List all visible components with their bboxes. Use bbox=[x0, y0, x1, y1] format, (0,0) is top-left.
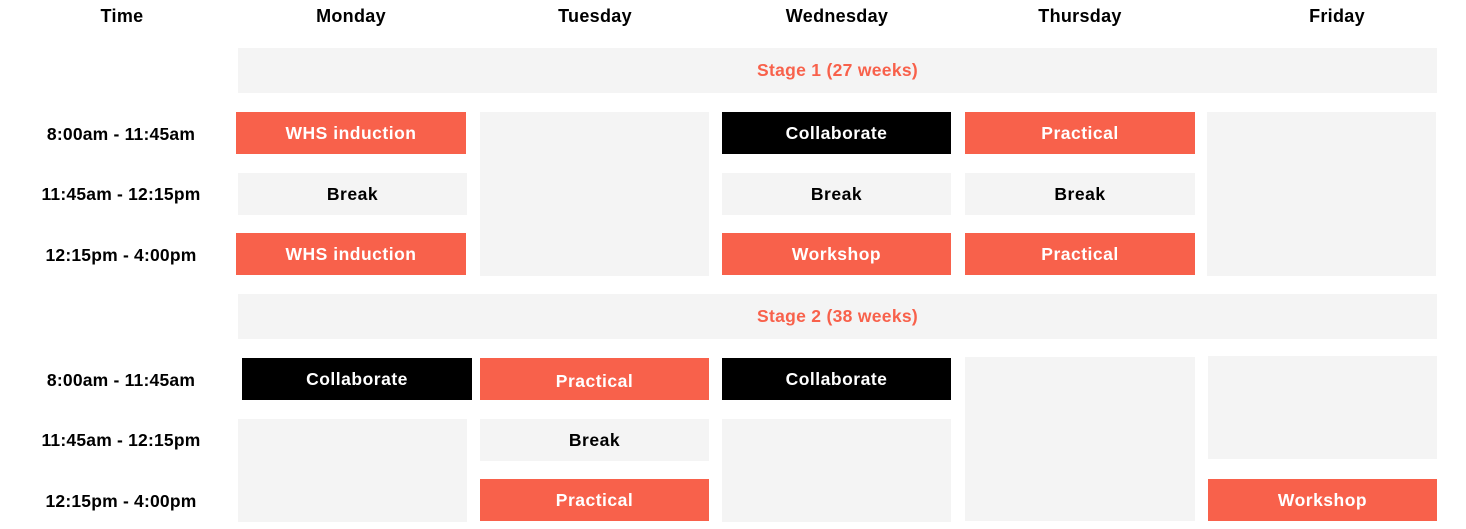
stage-2-banner: Stage 2 (38 weeks) bbox=[238, 294, 1437, 339]
stage-2-monday-morning: Collaborate bbox=[242, 358, 472, 400]
header-monday: Monday bbox=[316, 6, 386, 26]
stage-2-time-morning: 8:00am - 11:45am bbox=[46, 370, 196, 390]
stage-2-friday-empty bbox=[1208, 356, 1437, 459]
stage-1-thursday-morning: Practical bbox=[965, 112, 1195, 154]
stage-1-banner: Stage 1 (27 weeks) bbox=[238, 48, 1437, 93]
stage-1-monday-afternoon: WHS induction bbox=[236, 233, 466, 275]
stage-2-tuesday-morning: Practical bbox=[480, 358, 709, 400]
stage-2-wednesday-empty bbox=[722, 419, 951, 522]
stage-1-monday-morning: WHS induction bbox=[236, 112, 466, 154]
stage-1-time-break: 11:45am - 12:15pm bbox=[41, 184, 201, 204]
header-wednesday: Wednesday bbox=[785, 6, 889, 26]
stage-1-friday-empty bbox=[1207, 112, 1436, 276]
stage-2-tuesday-afternoon: Practical bbox=[480, 479, 709, 521]
stage-1-thursday-break: Break bbox=[965, 173, 1195, 215]
stage-2-friday-afternoon: Workshop bbox=[1208, 479, 1437, 521]
stage-1-monday-break: Break bbox=[238, 173, 467, 215]
stage-1-wednesday-break: Break bbox=[722, 173, 951, 215]
stage-1-thursday-afternoon: Practical bbox=[965, 233, 1195, 275]
stage-2-thursday-empty bbox=[965, 357, 1195, 521]
stage-1-wednesday-morning: Collaborate bbox=[722, 112, 951, 154]
stage-2-time-break: 11:45am - 12:15pm bbox=[41, 430, 201, 450]
stage-1-tuesday-empty bbox=[480, 112, 709, 276]
stage-1-time-morning: 8:00am - 11:45am bbox=[46, 124, 196, 144]
header-thursday: Thursday bbox=[1038, 6, 1122, 26]
header-tuesday: Tuesday bbox=[558, 6, 632, 26]
stage-2-monday-empty bbox=[238, 419, 467, 522]
stage-1-wednesday-afternoon: Workshop bbox=[722, 233, 951, 275]
stage-2-tuesday-break: Break bbox=[480, 419, 709, 461]
stage-2-time-afternoon: 12:15pm - 4:00pm bbox=[45, 491, 197, 511]
stage-1-time-afternoon: 12:15pm - 4:00pm bbox=[45, 245, 197, 265]
stage-2-wednesday-morning: Collaborate bbox=[722, 358, 951, 400]
header-time: Time bbox=[100, 6, 144, 26]
header-friday: Friday bbox=[1309, 6, 1365, 26]
